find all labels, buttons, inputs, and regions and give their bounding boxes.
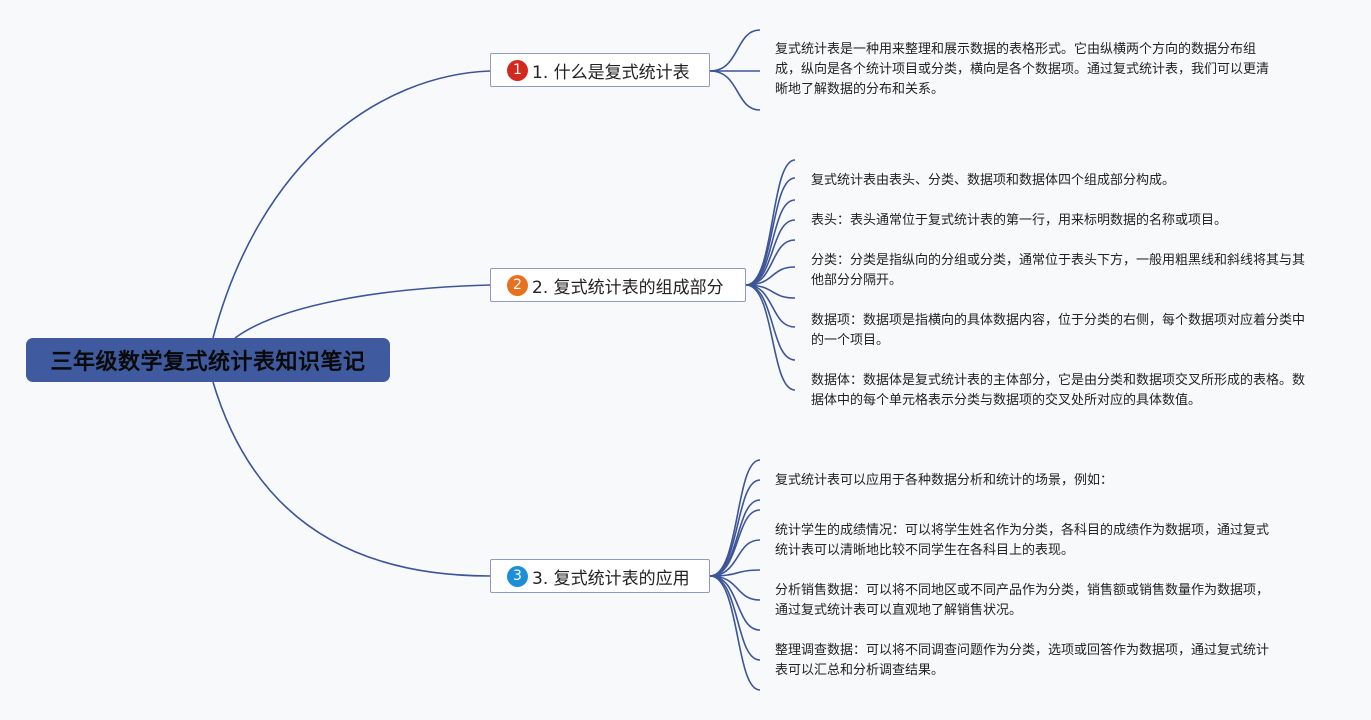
leaf-data-body[interactable]: 数据体：数据体是复式统计表的主体部分，它是由分类和数据项交叉所形成的表格。数据体…: [811, 373, 1306, 408]
number-badge-icon: 3: [507, 565, 528, 587]
branch-label: 2. 复式统计表的组成部分: [532, 277, 724, 298]
leaf-applications-intro[interactable]: 复式统计表可以应用于各种数据分析和统计的场景，例如：: [775, 473, 1114, 488]
branch-components[interactable]: 2 2. 复式统计表的组成部分: [490, 268, 746, 302]
root-topic[interactable]: 三年级数学复式统计表知识笔记: [26, 338, 390, 382]
leaf-category[interactable]: 分类：分类是指纵向的分组或分类，通常位于表头下方，一般用粗黑线和斜线将其与其他部…: [811, 253, 1306, 288]
leaf-survey-data[interactable]: 整理调查数据：可以将不同调查问题作为分类，选项或回答作为数据项，通过复式统计表可…: [775, 643, 1270, 678]
fan-branch3: [709, 459, 761, 691]
branch-label: 3. 复式统计表的应用: [532, 568, 690, 589]
link-root-branch1: [212, 70, 491, 339]
fan-branch2: [745, 159, 796, 391]
branch-applications[interactable]: 3 3. 复式统计表的应用: [490, 559, 710, 593]
leaf-components-overview[interactable]: 复式统计表由表头、分类、数据项和数据体四个组成部分构成。: [811, 173, 1176, 188]
leaf-header[interactable]: 表头：表头通常位于复式统计表的第一行，用来标明数据的名称或项目。: [811, 213, 1228, 228]
leaf-sales-data[interactable]: 分析销售数据：可以将不同地区或不同产品作为分类，销售额或销售数量作为数据项，通过…: [775, 583, 1270, 618]
number-badge-icon: 2: [507, 274, 528, 296]
link-root-branch3: [212, 381, 491, 577]
leaf-student-scores[interactable]: 统计学生的成绩情况：可以将学生姓名作为分类，各科目的成绩作为数据项，通过复式统计…: [775, 523, 1270, 558]
branch-label: 1. 什么是复式统计表: [532, 62, 690, 83]
link-root-branch2: [234, 284, 491, 339]
leaf-data-item[interactable]: 数据项：数据项是指横向的具体数据内容，位于分类的右侧，每个数据项对应着分类中的一…: [811, 313, 1306, 348]
number-badge-icon: 1: [507, 59, 528, 81]
branch-what-is[interactable]: 1 1. 什么是复式统计表: [490, 53, 710, 87]
leaf-definition[interactable]: 复式统计表是一种用来整理和展示数据的表格形式。它由纵横两个方向的数据分布组成，纵…: [775, 42, 1270, 97]
fan-branch1: [709, 29, 761, 111]
